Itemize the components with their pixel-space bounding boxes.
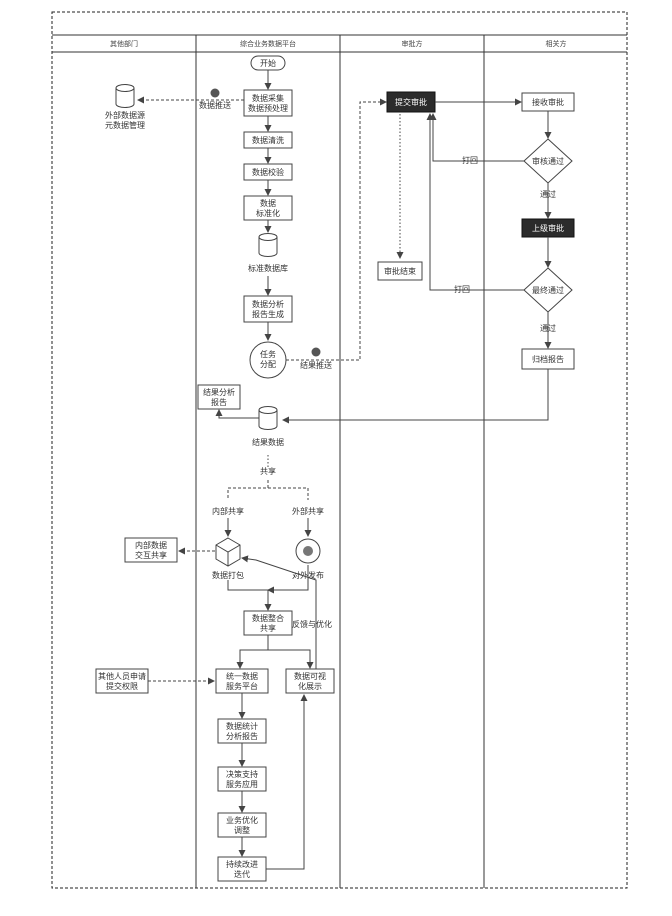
submit-label: 提交审批 — [395, 97, 427, 107]
notice-label: 审批结束 — [384, 266, 416, 276]
package-cube-icon — [216, 538, 240, 566]
step-b-label-1: 决策支持 — [226, 769, 258, 779]
check-label: 数据校验 — [252, 167, 284, 177]
other-out-label-1: 内部数据 — [135, 540, 167, 550]
gear-icon-2 — [312, 348, 321, 357]
pass-label-1: 通过 — [540, 189, 556, 199]
visual-label-1: 数据可视 — [294, 671, 326, 681]
collect-label-2: 数据预处理 — [248, 103, 288, 113]
pkg-label: 数据打包 — [212, 570, 244, 580]
arrow-pkg-center — [228, 580, 268, 610]
external-database-icon — [116, 85, 134, 108]
archive-label: 归档报告 — [532, 354, 564, 364]
lane-header-1: 其他部门 — [110, 39, 138, 48]
clean-label: 数据清洗 — [252, 135, 284, 145]
arrow-archive-resultdb — [283, 369, 548, 420]
feedback-label: 反馈与优化 — [292, 619, 332, 629]
approve-decision-label: 审核通过 — [532, 156, 564, 166]
other-out-label-2: 交互共享 — [135, 550, 167, 560]
apply-label-1: 统一数据 — [226, 671, 258, 681]
task-label-1: 任务 — [260, 349, 276, 359]
standard-db-label: 标准数据库 — [248, 263, 288, 273]
result-database-icon — [259, 407, 277, 430]
share-label: 共享 — [260, 466, 276, 476]
pass-label-2: 通过 — [540, 323, 556, 333]
result-db-label: 结果数据 — [252, 437, 284, 447]
analysis-label-1: 数据分析 — [252, 299, 284, 309]
share-left-line — [228, 480, 268, 500]
analysis-label-2: 报告生成 — [252, 309, 284, 319]
center-label-1: 数据整合 — [252, 613, 284, 623]
standard-database-icon — [259, 234, 277, 257]
lane-header-4: 相关方 — [546, 39, 567, 48]
right-share-label: 外部共享 — [292, 506, 324, 516]
standard-label-1: 数据 — [260, 198, 276, 208]
step-a-label-1: 数据统计 — [226, 721, 258, 731]
note-task-label: 结果推送 — [300, 360, 332, 370]
store-label-1: 结果分析 — [203, 387, 235, 397]
arrow-stepd-visual — [266, 695, 304, 869]
visual-label-2: 化展示 — [298, 681, 322, 691]
arrow-resultdb-store — [219, 410, 259, 418]
standard-label-2: 标准化 — [256, 208, 280, 218]
final-decision-label: 最终通过 — [532, 285, 564, 295]
external-db-label-2: 元数据管理 — [105, 120, 145, 130]
lane-header-2: 综合业务数据平台 — [240, 39, 296, 48]
arrow-task-submit — [286, 102, 386, 360]
step-c-label-1: 业务优化 — [226, 815, 258, 825]
collect-label-1: 数据采集 — [252, 93, 284, 103]
left-input-label-2: 提交权限 — [106, 681, 138, 691]
note-ext-label: 数据推送 — [199, 100, 231, 110]
arrow-center-visual — [268, 650, 310, 668]
receive-label: 接收审批 — [532, 97, 564, 107]
globe-icon — [303, 546, 313, 556]
share-right-line — [268, 488, 308, 500]
left-share-label: 内部共享 — [212, 506, 244, 516]
external-db-label-1: 外部数据源 — [105, 110, 145, 120]
left-input-label-1: 其他人员申请 — [98, 671, 146, 681]
lane-header-3: 审批方 — [402, 39, 423, 48]
arrow-center-apply — [240, 635, 268, 668]
apply-label-2: 服务平台 — [226, 681, 258, 691]
center-label-2: 共享 — [260, 623, 276, 633]
step-c-label-2: 调整 — [234, 825, 250, 835]
step-d-label-2: 迭代 — [234, 869, 250, 879]
step-a-label-2: 分析报告 — [226, 731, 258, 741]
step-d-label-1: 持续改进 — [226, 859, 258, 869]
store-label-2: 报告 — [211, 397, 227, 407]
escalate-label: 上级审批 — [532, 223, 564, 233]
reject-label-2: 打回 — [454, 284, 470, 294]
step-b-label-2: 服务应用 — [226, 779, 258, 789]
start-label: 开始 — [260, 58, 276, 68]
task-label-2: 分配 — [260, 360, 276, 369]
reject-label-1: 打回 — [462, 155, 478, 165]
arrow-reject-2 — [430, 114, 524, 290]
gear-icon — [211, 89, 220, 98]
arrow-reject-1 — [433, 114, 524, 161]
